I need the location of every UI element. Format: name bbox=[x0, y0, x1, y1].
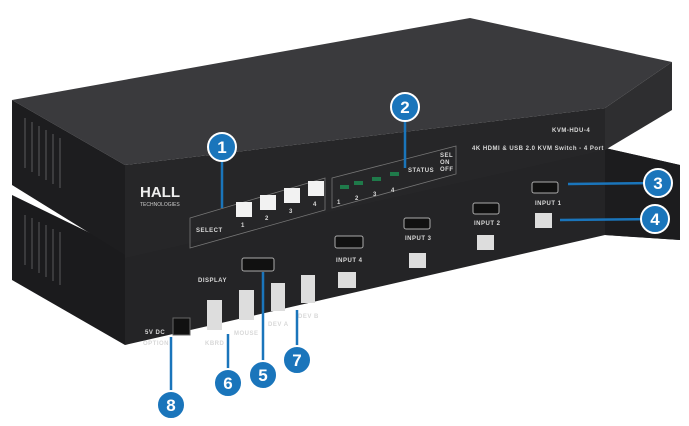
svg-text:INPUT 2: INPUT 2 bbox=[474, 221, 501, 227]
svg-text:3: 3 bbox=[289, 209, 293, 215]
svg-text:1: 1 bbox=[241, 223, 245, 229]
svg-text:DISPLAY: DISPLAY bbox=[198, 278, 227, 284]
usb-mouse-port[interactable] bbox=[239, 290, 254, 320]
svg-text:7: 7 bbox=[292, 351, 301, 370]
hdmi-input-2[interactable] bbox=[472, 202, 500, 215]
svg-text:MOUSE: MOUSE bbox=[234, 331, 259, 337]
svg-text:1: 1 bbox=[217, 138, 226, 157]
select-button-4[interactable] bbox=[308, 181, 324, 196]
status-led-4 bbox=[390, 172, 399, 176]
svg-text:SEL: SEL bbox=[440, 153, 453, 159]
status-led-1 bbox=[340, 185, 349, 189]
svg-text:2: 2 bbox=[355, 196, 359, 202]
svg-text:4: 4 bbox=[650, 210, 660, 229]
callout-2: 2 bbox=[390, 92, 420, 122]
front-unit bbox=[12, 18, 672, 258]
callout-8: 8 bbox=[156, 390, 186, 420]
usb-kbrd-port[interactable] bbox=[207, 300, 222, 330]
usb-b-input-1[interactable] bbox=[535, 213, 552, 228]
select-panel: SELECT 1 2 3 4 bbox=[189, 177, 326, 249]
callout-5: 5 bbox=[248, 360, 278, 390]
svg-text:3: 3 bbox=[653, 174, 662, 193]
svg-text:OFF: OFF bbox=[440, 167, 454, 173]
hdmi-input-1[interactable] bbox=[531, 181, 559, 194]
svg-text:HALL: HALL bbox=[140, 184, 180, 201]
svg-text:DEV A: DEV A bbox=[268, 322, 289, 328]
svg-text:DEV B: DEV B bbox=[298, 314, 319, 320]
select-button-3[interactable] bbox=[284, 188, 300, 203]
svg-text:1: 1 bbox=[337, 200, 341, 206]
svg-text:KBRD: KBRD bbox=[205, 341, 224, 347]
svg-text:4: 4 bbox=[391, 188, 395, 194]
svg-text:3: 3 bbox=[373, 192, 377, 198]
svg-text:8: 8 bbox=[166, 396, 175, 415]
usb-dev-a-port[interactable] bbox=[271, 283, 285, 311]
select-button-1[interactable] bbox=[236, 202, 252, 217]
svg-text:TECHNOLOGIES: TECHNOLOGIES bbox=[140, 202, 180, 208]
hdmi-display-port[interactable] bbox=[241, 257, 275, 272]
callout-3: 3 bbox=[643, 168, 673, 198]
svg-text:INPUT 4: INPUT 4 bbox=[336, 258, 363, 264]
callout-1: 1 bbox=[207, 132, 237, 162]
svg-text:2: 2 bbox=[265, 216, 269, 222]
hdmi-input-3[interactable] bbox=[403, 217, 431, 230]
svg-text:4K HDMI & USB 2.0 KVM Switch -: 4K HDMI & USB 2.0 KVM Switch - 4 Port bbox=[472, 146, 604, 152]
hdmi-input-4[interactable] bbox=[334, 235, 364, 249]
callout-4: 4 bbox=[640, 204, 670, 234]
usb-b-input-2[interactable] bbox=[477, 235, 494, 250]
rear-ports: INPUT 1 INPUT 2 INPUT 3 INPUT 4 DISPLAY … bbox=[143, 181, 562, 347]
svg-text:2: 2 bbox=[400, 98, 409, 117]
status-led-2 bbox=[354, 181, 363, 185]
callout-6: 6 bbox=[213, 368, 243, 398]
select-button-2[interactable] bbox=[260, 195, 276, 210]
usb-b-input-4[interactable] bbox=[338, 272, 356, 288]
svg-text:5V DC: 5V DC bbox=[145, 330, 165, 336]
svg-text:OPTION: OPTION bbox=[143, 341, 169, 347]
svg-text:5: 5 bbox=[258, 366, 267, 385]
svg-text:SELECT: SELECT bbox=[196, 228, 223, 234]
status-panel: 1 2 3 4 STATUS SEL ON OFF bbox=[331, 145, 457, 209]
svg-text:6: 6 bbox=[223, 374, 232, 393]
usb-dev-b-port[interactable] bbox=[301, 275, 315, 303]
status-led-3 bbox=[372, 177, 381, 181]
hall-logo: HALL TECHNOLOGIES bbox=[140, 184, 180, 208]
callouts: 1 2 3 4 5 6 7 8 bbox=[156, 92, 673, 420]
svg-text:KVM-HDU-4: KVM-HDU-4 bbox=[552, 128, 590, 134]
usb-b-input-3[interactable] bbox=[409, 253, 426, 268]
dc-power-jack[interactable] bbox=[172, 317, 191, 336]
callout-7: 7 bbox=[282, 345, 312, 375]
svg-text:INPUT 1: INPUT 1 bbox=[535, 201, 562, 207]
svg-text:INPUT 3: INPUT 3 bbox=[405, 236, 432, 242]
svg-text:4: 4 bbox=[313, 202, 317, 208]
svg-text:STATUS: STATUS bbox=[408, 168, 434, 174]
svg-text:ON: ON bbox=[440, 160, 450, 166]
